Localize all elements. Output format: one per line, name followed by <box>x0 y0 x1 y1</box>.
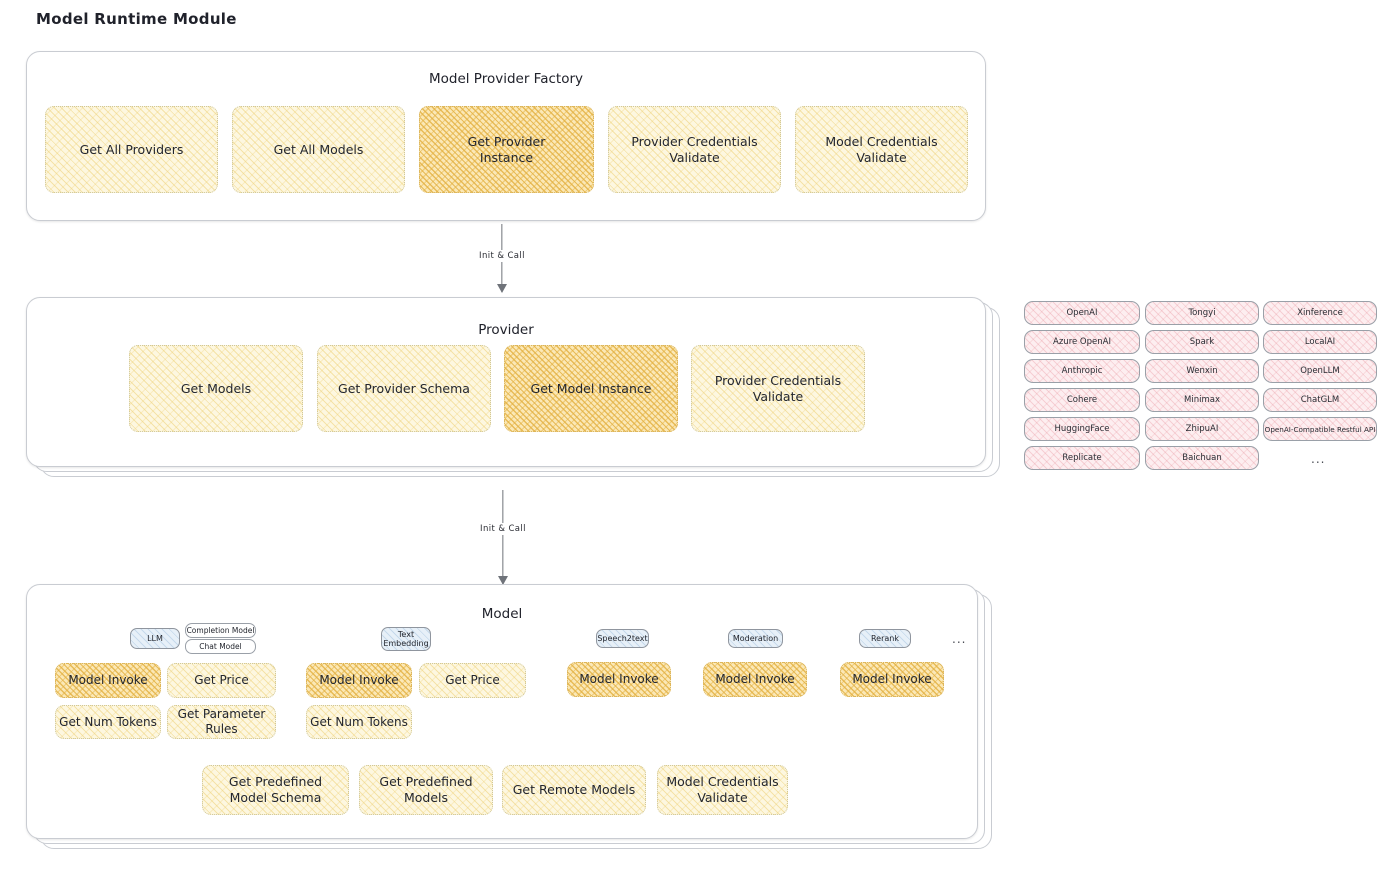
model-method-llm-get-num-tokens[interactable]: Get Num Tokens <box>55 705 161 739</box>
provider-chip-azure-openai[interactable]: Azure OpenAI <box>1024 330 1140 354</box>
model-type-badge-rerank[interactable]: Rerank <box>859 629 911 648</box>
model-method-rerank-model-invoke[interactable]: Model Invoke <box>840 662 944 697</box>
provider-box-get-provider-schema[interactable]: Get Provider Schema <box>317 345 491 432</box>
provider-chip-openai[interactable]: OpenAI <box>1024 301 1140 325</box>
factory-box-get-all-models[interactable]: Get All Models <box>232 106 405 193</box>
connector-provider-to-model: Init & Call <box>463 490 543 585</box>
model-method-llm-model-invoke[interactable]: Model Invoke <box>55 663 161 698</box>
connector-label: Init & Call <box>474 250 530 262</box>
provider-chip-replicate[interactable]: Replicate <box>1024 446 1140 470</box>
provider-chip-zhipuai[interactable]: ZhipuAI <box>1145 417 1259 441</box>
model-method-llm-get-price[interactable]: Get Price <box>167 663 276 698</box>
provider-box-get-models[interactable]: Get Models <box>129 345 303 432</box>
provider-chip-chatglm[interactable]: ChatGLM <box>1263 388 1377 412</box>
model-shared-method-get-remote-models[interactable]: Get Remote Models <box>502 765 646 815</box>
model-method-llm-get-parameter-rules[interactable]: Get Parameter Rules <box>167 705 276 739</box>
model-shared-method-get-predefined-model-schema[interactable]: Get Predefined Model Schema <box>202 765 349 815</box>
provider-chip-baichuan[interactable]: Baichuan <box>1145 446 1259 470</box>
provider-chip-huggingface[interactable]: HuggingFace <box>1024 417 1140 441</box>
provider-chip-tongyi[interactable]: Tongyi <box>1145 301 1259 325</box>
model-groups-more-indicator: ... <box>952 632 967 646</box>
connector-line <box>502 490 504 584</box>
model-method-speech2text-model-invoke[interactable]: Model Invoke <box>567 662 671 697</box>
model-subtype-completion-model[interactable]: Completion Model <box>185 623 256 638</box>
provider-chip-openai-compatible-restful-api[interactable]: OpenAI-Compatible Restful API <box>1263 417 1377 441</box>
provider-list-more-indicator: ... <box>1311 452 1326 466</box>
model-method-text-embedding-model-invoke[interactable]: Model Invoke <box>306 663 412 698</box>
provider-chip-wenxin[interactable]: Wenxin <box>1145 359 1259 383</box>
provider-chip-localai[interactable]: LocalAI <box>1263 330 1377 354</box>
page-title: Model Runtime Module <box>36 10 237 28</box>
provider-chip-openllm[interactable]: OpenLLM <box>1263 359 1377 383</box>
factory-box-get-provider-instance[interactable]: Get Provider Instance <box>419 106 594 193</box>
model-title: Model <box>481 606 523 622</box>
model-method-moderation-model-invoke[interactable]: Model Invoke <box>703 662 807 697</box>
model-subtype-chat-model[interactable]: Chat Model <box>185 639 256 654</box>
provider-chip-xinference[interactable]: Xinference <box>1263 301 1377 325</box>
model-shared-method-model-credentials-validate[interactable]: Model Credentials Validate <box>657 765 788 815</box>
provider-title: Provider <box>478 322 534 338</box>
connector-factory-to-provider: Init & Call <box>462 224 542 293</box>
model-method-text-embedding-get-price[interactable]: Get Price <box>419 663 526 698</box>
model-provider-factory-title: Model Provider Factory <box>428 71 583 87</box>
connector-arrowhead <box>498 576 508 585</box>
model-method-text-embedding-get-num-tokens[interactable]: Get Num Tokens <box>306 705 412 739</box>
model-type-badge-moderation[interactable]: Moderation <box>728 629 783 648</box>
factory-box-get-all-providers[interactable]: Get All Providers <box>45 106 218 193</box>
model-type-badge-speech2text[interactable]: Speech2text <box>596 629 649 648</box>
provider-chip-cohere[interactable]: Cohere <box>1024 388 1140 412</box>
connector-arrowhead <box>497 284 507 293</box>
factory-box-model-credentials-validate[interactable]: Model Credentials Validate <box>795 106 968 193</box>
provider-chip-minimax[interactable]: Minimax <box>1145 388 1259 412</box>
model-shared-method-get-predefined-models[interactable]: Get Predefined Models <box>359 765 493 815</box>
model-type-badge-llm[interactable]: LLM <box>130 628 180 649</box>
factory-box-provider-credentials-validate[interactable]: Provider Credentials Validate <box>608 106 781 193</box>
model-type-badge-text-embedding[interactable]: Text Embedding <box>381 627 431 651</box>
provider-chip-anthropic[interactable]: Anthropic <box>1024 359 1140 383</box>
connector-label: Init & Call <box>475 523 531 535</box>
provider-box-provider-credentials-validate[interactable]: Provider Credentials Validate <box>691 345 865 432</box>
provider-chip-spark[interactable]: Spark <box>1145 330 1259 354</box>
provider-box-get-model-instance[interactable]: Get Model Instance <box>504 345 678 432</box>
